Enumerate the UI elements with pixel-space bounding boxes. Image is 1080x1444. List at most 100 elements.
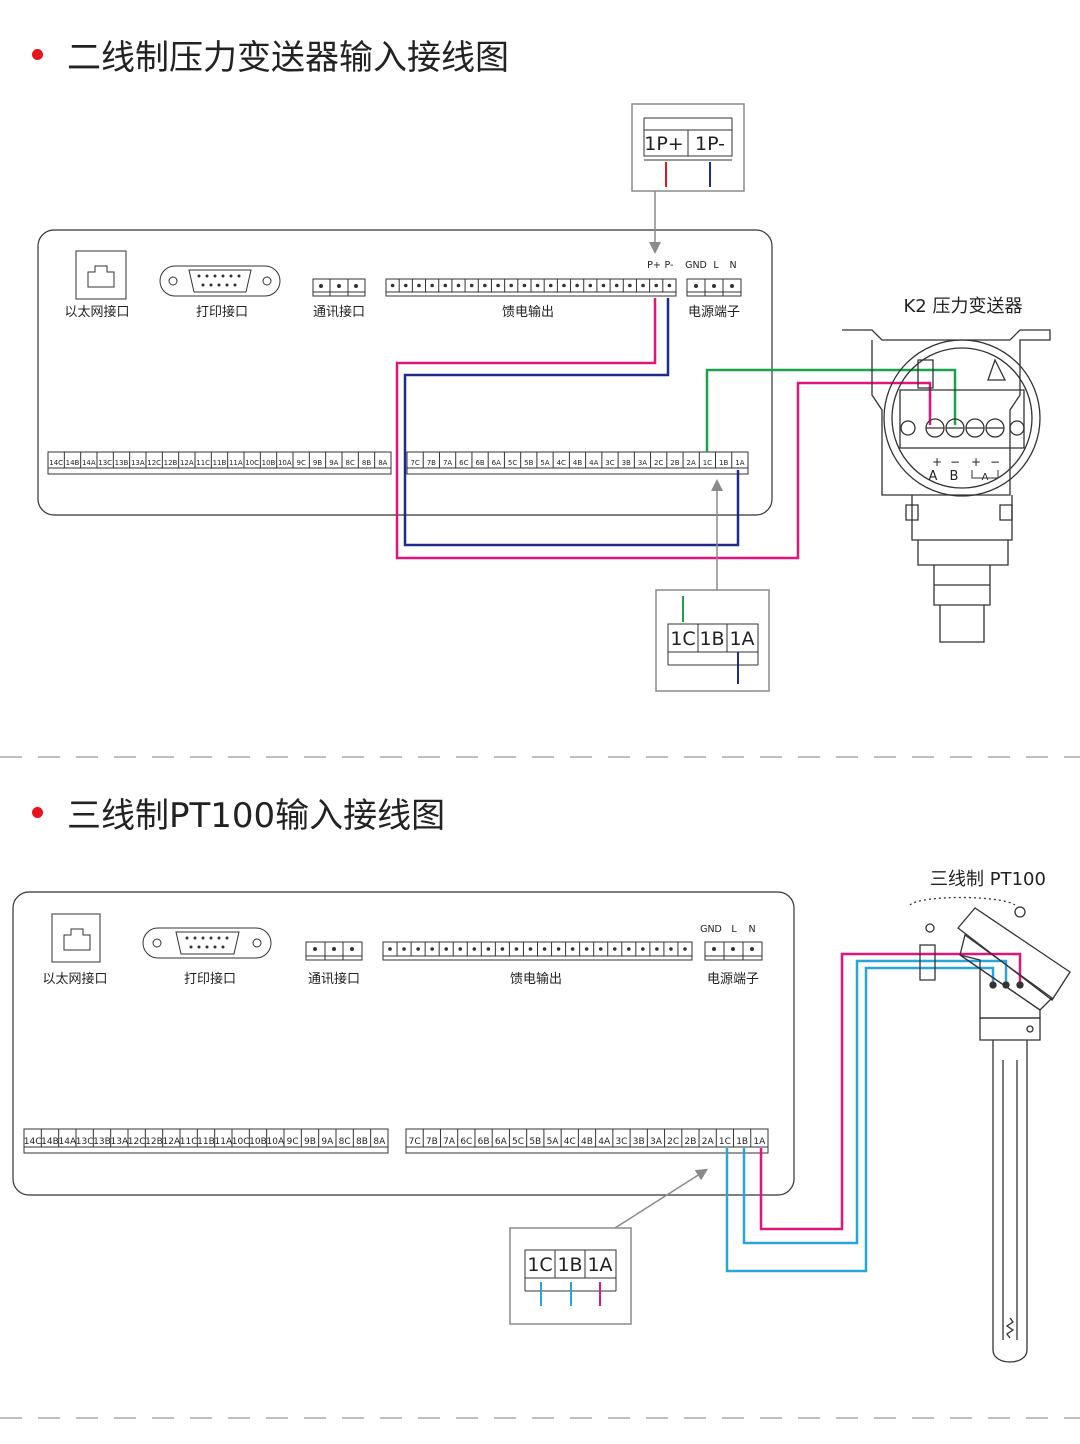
- terminal-screw: [390, 283, 395, 288]
- feed-terminal-block: [382, 941, 693, 961]
- terminal-label: 10B: [262, 459, 276, 467]
- terminal-label: 9B: [313, 459, 322, 467]
- terminal-label: 11C: [196, 459, 210, 467]
- terminal-label: 7A: [443, 1137, 456, 1147]
- terminal-label: 11B: [197, 1137, 215, 1147]
- terminal-screw: [472, 947, 477, 951]
- terminal-screw: [500, 947, 505, 951]
- terminal-label: 5A: [540, 459, 549, 467]
- wires-section-2: [725, 952, 1022, 1273]
- terminal-label: 14C: [24, 1137, 42, 1147]
- terminal-label: 11B: [213, 459, 227, 467]
- terminal-screw: [496, 283, 500, 288]
- terminal-label: 3B: [633, 1137, 645, 1147]
- terminal-screw: [483, 283, 487, 288]
- terminal-screw: [403, 283, 408, 288]
- terminal-label: 3A: [638, 459, 647, 467]
- terminal-label: 5A: [547, 1137, 560, 1147]
- terminal-label: 14A: [59, 1137, 77, 1147]
- terminal-screw: [612, 947, 617, 951]
- terminal-screw: [535, 283, 540, 288]
- feed-terminal-label-p-plus: P+: [647, 260, 661, 271]
- power-label: 电源端子: [707, 972, 759, 987]
- terminal-screw: [444, 947, 449, 951]
- terminal-screw: [548, 283, 553, 288]
- terminal-label: 7A: [443, 459, 452, 467]
- power-label-n: N: [748, 924, 755, 935]
- terminal-screw: [456, 283, 461, 288]
- terminal-label: 11A: [229, 459, 243, 467]
- pressure-transmitter-icon: [842, 329, 1051, 643]
- terminal-label: 2A: [687, 459, 696, 467]
- print-label: 打印接口: [184, 971, 236, 987]
- terminal-label: 8A: [378, 459, 387, 467]
- terminal-screw: [556, 947, 561, 951]
- bullet-icon: [32, 807, 43, 818]
- power-label-gnd: GND: [700, 924, 722, 935]
- terminal-label: 10C: [232, 1137, 250, 1147]
- terminal-screw: [601, 283, 606, 288]
- terminal-label: 8B: [356, 1137, 368, 1147]
- terminal-screw: [641, 947, 645, 951]
- terminal-label: 5C: [508, 459, 517, 467]
- terminal-screw: [443, 283, 448, 288]
- callout-arrow: [614, 1168, 709, 1229]
- terminal-label: 4A: [598, 1137, 611, 1147]
- terminal-label: 2B: [670, 459, 679, 467]
- device-terminal-b: B: [950, 469, 959, 484]
- terminal-label: 13C: [98, 459, 112, 467]
- feed-label: 馈电输出: [510, 971, 562, 987]
- terminal-label: 9C: [296, 459, 305, 467]
- terminal-label: 8C: [345, 459, 354, 467]
- terminal-label: 3C: [615, 1137, 627, 1147]
- print-port-icon: [159, 265, 281, 297]
- terminal-label: 4C: [564, 1137, 576, 1147]
- power-label-l: L: [731, 924, 737, 935]
- terminal-label: 9A: [321, 1137, 334, 1147]
- power-label-gnd: GND: [685, 260, 707, 271]
- terminal-label: 12C: [147, 459, 161, 467]
- power-terminal-block: [704, 941, 763, 961]
- terminal-screw: [509, 283, 514, 288]
- section-title-text: 二线制压力变送器输入接线图: [67, 38, 509, 78]
- comm-label: 通讯接口: [308, 971, 360, 987]
- svg-text:−: −: [950, 455, 960, 469]
- terminal-label: 12A: [180, 459, 194, 467]
- terminal-label: 11A: [215, 1137, 233, 1147]
- terminal-label: 4B: [573, 459, 582, 467]
- terminal-screw: [430, 947, 434, 951]
- terminal-screw: [683, 947, 687, 951]
- zoom-label-1b: 1B: [557, 1254, 582, 1276]
- terminal-label: 13A: [131, 459, 145, 467]
- section-title-pt100: 三线制PT100输入接线图: [32, 788, 445, 837]
- terminal-label: 10C: [245, 459, 259, 467]
- terminal-label: 4B: [581, 1137, 593, 1147]
- terminal-label: 2C: [654, 459, 663, 467]
- terminal-label: 13A: [111, 1137, 129, 1147]
- ethernet-port-icon: [51, 913, 101, 963]
- panel-1: 以太网接口 打印接口 通讯接口 馈电输出 P+ P- GND: [37, 229, 773, 516]
- terminal-label: 10A: [267, 1137, 285, 1147]
- terminal-label: 10B: [249, 1137, 267, 1147]
- comm-terminal-block: [312, 278, 366, 297]
- device-title-pt100: 三线制 PT100: [930, 869, 1046, 890]
- terminal-label: 11C: [180, 1137, 198, 1147]
- terminal-label: 6C: [460, 1137, 472, 1147]
- terminal-screw: [598, 947, 603, 951]
- zoom-label-1c: 1C: [670, 628, 695, 650]
- terminal-label: 2C: [667, 1137, 679, 1147]
- terminal-label: 14B: [66, 459, 80, 467]
- terminal-label: 8A: [373, 1137, 386, 1147]
- terminal-screw: [584, 947, 589, 951]
- terminal-screw: [388, 947, 392, 951]
- svg-text:+: +: [971, 455, 981, 469]
- terminal-label: 14B: [41, 1137, 59, 1147]
- terminal-screw: [588, 283, 593, 288]
- terminal-label: 12A: [163, 1137, 181, 1147]
- terminal-label: 1B: [736, 1137, 748, 1147]
- terminal-label: 1A: [753, 1137, 766, 1147]
